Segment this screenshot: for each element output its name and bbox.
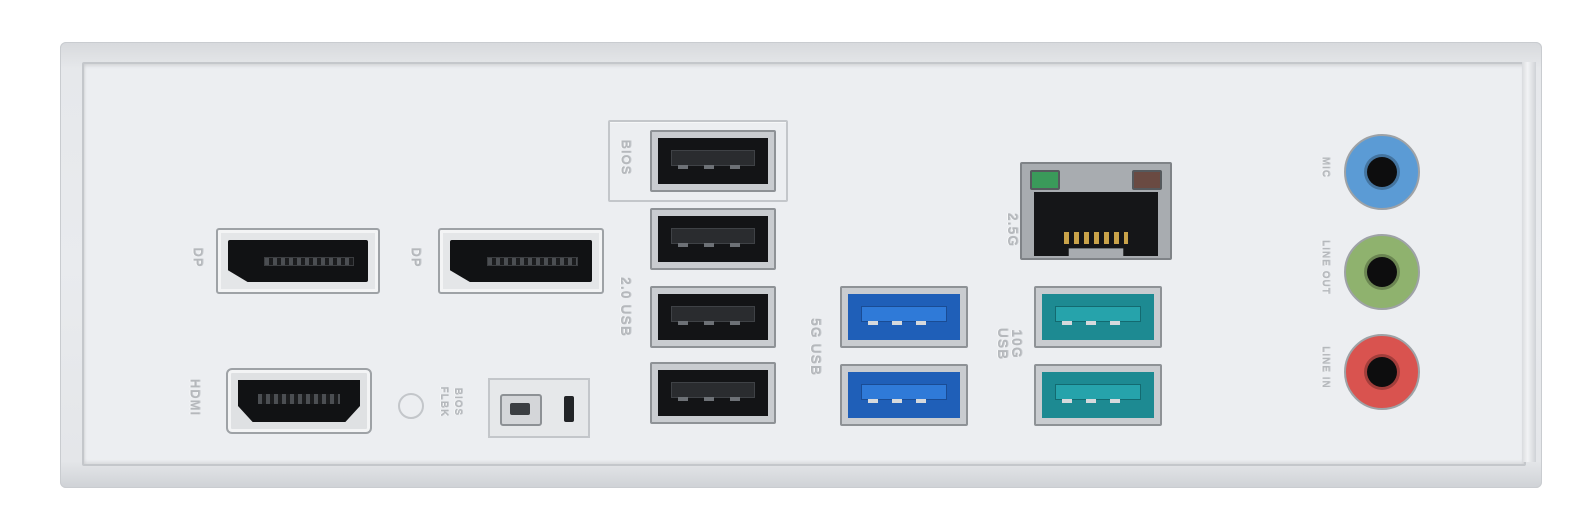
usb-port-2-socket <box>658 216 768 262</box>
displayport-right-pins <box>486 256 578 267</box>
mic-jack-hole <box>1367 157 1397 187</box>
usb-bios-pins <box>677 164 749 170</box>
line-in-label: LINE IN <box>1319 346 1331 389</box>
usb-port-4-socket <box>658 370 768 416</box>
usb-bios-port <box>650 130 776 192</box>
usb-5g-top-pins <box>868 320 940 326</box>
usb-port-3-pins <box>677 320 749 326</box>
mic-jack <box>1344 134 1420 210</box>
usb-port-3-tongue <box>671 305 755 322</box>
usb-10g-bottom-tongue <box>1055 383 1141 400</box>
usb-port-2-tongue <box>671 227 755 244</box>
bios-flbk-label: BIOS FLBK <box>438 386 463 418</box>
usb-10g-top-pins <box>1062 320 1134 326</box>
usb5g-label: 5G USB <box>808 317 824 377</box>
usb-bios-tongue <box>671 149 755 166</box>
usb-5g-port-bottom <box>840 364 968 426</box>
hdmi-socket <box>238 380 360 422</box>
usb-10g-port-top <box>1034 286 1162 348</box>
bios-flashback-area <box>488 378 590 438</box>
usb-port-4 <box>650 362 776 424</box>
lan-led-left-icon <box>1030 170 1060 190</box>
bios-usb-outline <box>608 120 788 202</box>
displayport-right-socket <box>450 240 592 282</box>
usb-port-2 <box>650 208 776 270</box>
lan-port-socket <box>1034 192 1158 256</box>
usb20-label: 2.0 USB <box>618 277 634 337</box>
usb-port-3 <box>650 286 776 348</box>
usb-5g-bottom-pins <box>868 398 940 404</box>
displayport-left-port <box>216 228 380 294</box>
flashback-ring-icon <box>398 393 424 419</box>
usb-10g-bottom-socket <box>1042 372 1154 418</box>
mic-label: MIC <box>1319 156 1331 179</box>
bios-label: BIOS <box>618 139 634 176</box>
hdmi-port <box>226 368 372 434</box>
usb-5g-top-socket <box>848 294 960 340</box>
displayport-left-pins <box>264 256 354 267</box>
usb-port-2-pins <box>677 242 749 248</box>
usb-5g-bottom-tongue <box>861 383 947 400</box>
line-out-jack <box>1344 234 1420 310</box>
usb-10g-port-bottom <box>1034 364 1162 426</box>
usb-bios-socket <box>658 138 768 184</box>
usb-5g-port-top <box>840 286 968 348</box>
lan-led-right-icon <box>1132 170 1162 190</box>
line-out-jack-hole <box>1367 257 1397 287</box>
dp-right-label: DP <box>408 247 424 268</box>
usb-5g-bottom-socket <box>848 372 960 418</box>
bios-flashback-button-icon[interactable] <box>500 394 542 426</box>
displayport-left-socket <box>228 240 368 282</box>
lan-port <box>1020 162 1172 260</box>
lan-port-pins <box>1063 231 1129 245</box>
io-shield-flange <box>1522 62 1536 462</box>
dp-left-label: DP <box>190 247 206 268</box>
usb-port-4-pins <box>677 396 749 402</box>
usb-10g-top-socket <box>1042 294 1154 340</box>
usb-port-3-socket <box>658 294 768 340</box>
line-out-label: LINE OUT <box>1319 240 1331 295</box>
usb-5g-top-tongue <box>861 305 947 322</box>
line-in-jack <box>1344 334 1420 410</box>
line-in-jack-hole <box>1367 357 1397 387</box>
hdmi-pins <box>257 394 341 404</box>
displayport-right-port <box>438 228 604 294</box>
hdmi-label: HDMI <box>187 378 203 417</box>
usb-port-4-tongue <box>671 381 755 398</box>
usb-10g-top-tongue <box>1055 305 1141 322</box>
lan-label: 2.5G <box>1005 212 1021 248</box>
usb-10g-bottom-pins <box>1062 398 1134 404</box>
usb10g-label: 10G USB <box>995 327 1025 361</box>
bios-flashback-led-icon <box>564 396 574 422</box>
